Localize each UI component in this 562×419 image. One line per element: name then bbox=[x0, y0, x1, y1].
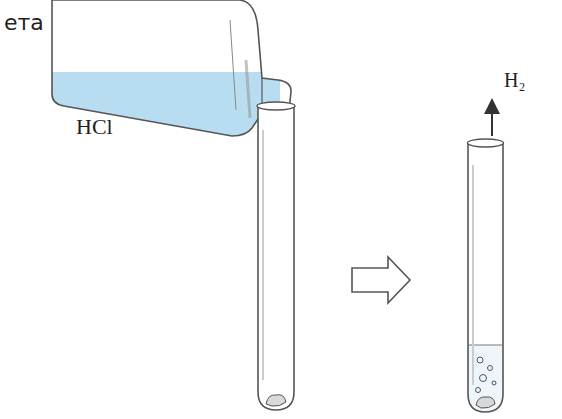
gas-arrow bbox=[491, 106, 493, 136]
test-tube-reaction bbox=[460, 139, 510, 415]
zinc-piece bbox=[476, 397, 495, 408]
reaction-arrow bbox=[352, 257, 410, 303]
page-heading-fragment: ета bbox=[4, 12, 44, 34]
gas-label: H₂ bbox=[504, 70, 525, 90]
acid-bottle bbox=[40, 0, 291, 152]
zinc-piece bbox=[266, 395, 286, 407]
test-tube-empty bbox=[257, 102, 295, 410]
reagent-label: HCl bbox=[76, 116, 113, 138]
